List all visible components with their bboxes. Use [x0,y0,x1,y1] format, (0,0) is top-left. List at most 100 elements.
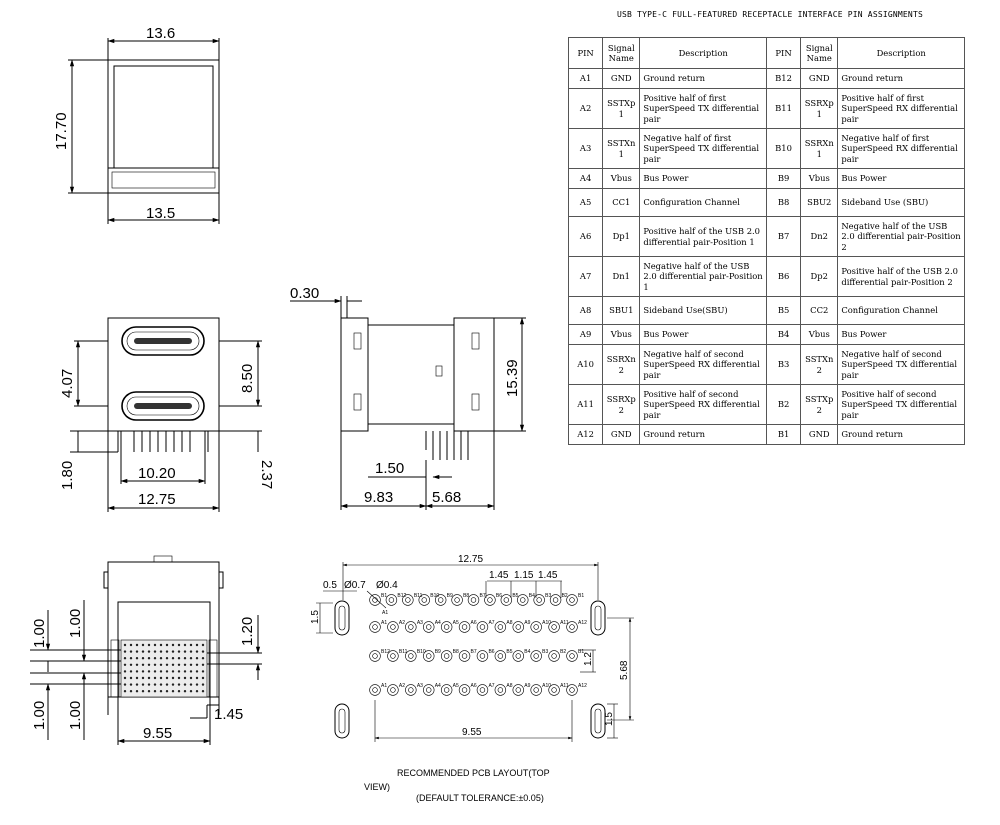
contact-dot [153,676,157,680]
cell-pin-a: A1 [567,68,604,89]
contact-dot [129,676,133,680]
cell-signal-a: SBU1 [602,296,641,325]
contact-dot [183,663,187,666]
cell-signal-b: SBU2 [800,188,839,217]
pcb-pad-label: A6 [471,683,477,689]
pcb-pad [548,684,560,696]
contact-dot [159,670,163,673]
cell-description-b: Bus Power [837,168,965,189]
contact-dot [141,690,145,693]
pcb-pad-hole [461,624,468,630]
pcb-pad [467,594,480,606]
header-signal-b: Signal Name [800,37,839,69]
contact-dot [165,663,169,666]
cell-signal-b: SSRXn1 [800,128,839,169]
contact-dot [165,676,169,680]
contact-dot [183,650,187,653]
contact-dot [147,650,151,653]
pcb-pad-label: B11 [399,649,408,655]
pcb-pad-label: B3 [545,593,551,599]
contact-dot [183,643,187,647]
pcb-pad-label: B7 [480,593,486,599]
contact-dot [195,657,199,660]
contact-dot [141,676,145,680]
dim-bottom-width: 9.55 [143,725,172,742]
contact-dot [195,676,199,680]
pcb-pad-label: B12 [397,593,406,599]
pcb-pad [566,650,578,662]
cell-description-a: Positive half of first SuperSpeed TX dif… [639,88,767,129]
front-pins [117,431,209,452]
pcb-dim-pitch-c: 1.45 [538,570,558,581]
pcb-pad [476,621,489,633]
contact-dot [129,683,133,686]
pcb-pad-hole [479,653,486,659]
contact-dot [147,663,151,666]
contact-dot [171,670,175,673]
header-description-a: Description [639,37,767,69]
pcb-dim-height: 5.68 [619,660,630,680]
pcb-pad [387,684,399,696]
cell-description-a: Ground return [639,68,767,89]
pcb-pad-hole [461,687,468,693]
contact-dot [141,663,145,666]
contact-dot [189,690,193,693]
pcb-pad-hole [551,624,557,630]
pcb-pad [402,594,414,606]
contact-dot [141,650,145,653]
contact-dot [153,683,157,686]
pcb-pad-hole [536,597,542,603]
contact-dot [123,690,127,693]
contact-dot [165,650,169,653]
cell-signal-a: Dn1 [602,256,641,297]
contact-dot [183,676,187,680]
pcb-pad [476,684,489,696]
contact-dot [201,690,205,693]
pcb-pad [494,650,507,662]
cell-signal-b: SSTXp2 [800,384,839,425]
cell-description-b: Negative half of second SuperSpeed TX di… [837,344,965,385]
pcb-pad-hole [497,653,504,659]
contact-dot [195,670,199,673]
table-title: USB TYPE-C FULL-FEATURED RECEPTACLE INTE… [616,10,923,19]
pcb-pad-label: B4 [524,649,530,655]
cell-description-a: Bus Power [639,324,767,345]
pcb-pad-hole [408,624,414,630]
contact-dot [153,690,157,693]
contact-dot [171,643,175,647]
pcb-pad [458,684,471,696]
pcb-pad [512,650,524,662]
contact-dot [201,650,205,653]
contact-dot [135,676,139,680]
pcb-pad-hole [405,597,411,603]
pcb-pad-label: A3 [417,620,423,626]
contact-dot [123,683,127,686]
pcb-pad-label: A2 [399,620,405,626]
pcb-pad-label: A10 [542,683,551,689]
contact-dot [195,643,199,647]
pcb-pad-label: A8 [506,683,512,689]
contact-dot [129,670,133,673]
pcb-pad-hole [497,687,504,693]
cell-pin-a: A6 [567,216,604,257]
pcb-pad-label: A6 [471,620,477,626]
contact-dot [189,643,193,647]
cell-pin-b: B11 [765,88,802,129]
pcb-pad-label: A3 [417,683,423,689]
contact-dot [183,657,187,660]
contact-dot [123,650,127,653]
contact-dot [129,663,133,666]
dim-front-width: 12.75 [138,491,176,508]
pcb-pad-hole [479,624,486,630]
pcb-pad-label: A12 [578,620,587,626]
dim-side-pitch: 1.50 [375,460,404,477]
pcb-pad-label: A9 [524,683,530,689]
contact-dot [165,683,169,686]
dim-front-lead: 1.80 [59,461,76,490]
pcb-pad-label: A11 [560,683,569,689]
